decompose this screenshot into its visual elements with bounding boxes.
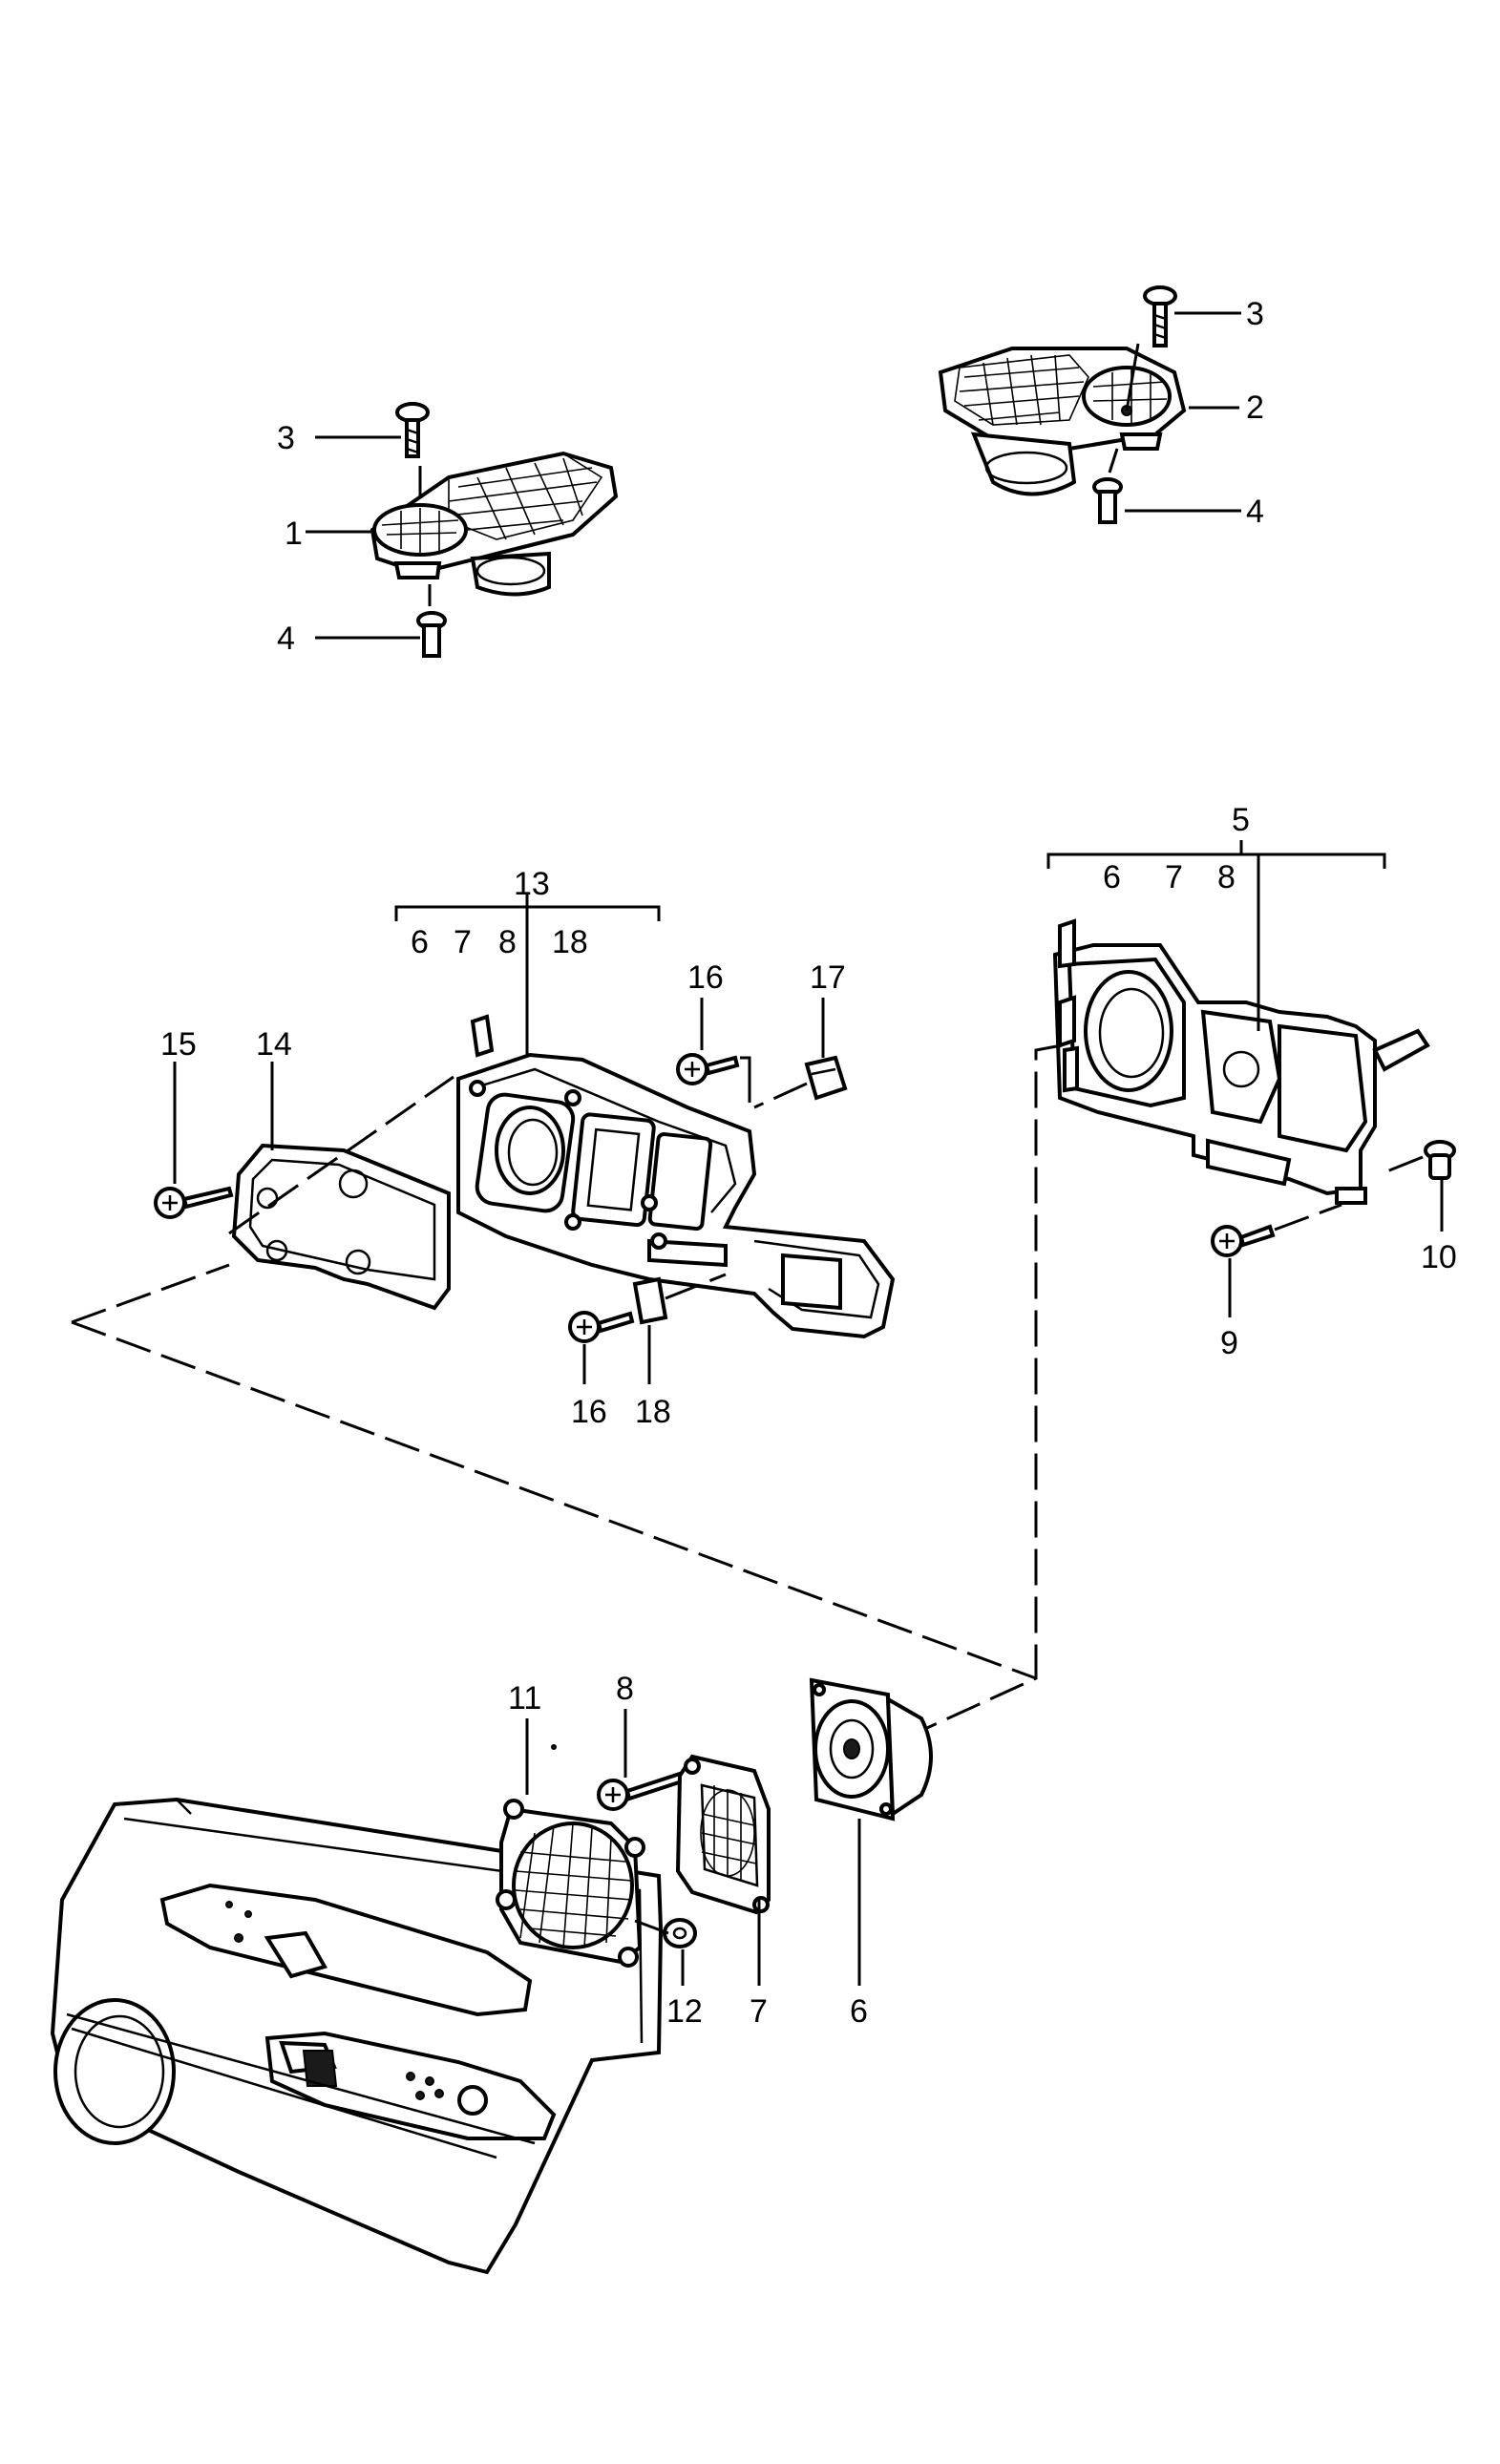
speaker-6 [809, 1677, 933, 1822]
tweeter-housing-right [938, 347, 1187, 496]
callout-12: 12 [666, 1993, 703, 2030]
bolt-10 [1424, 1140, 1456, 1180]
callout-3-left: 3 [277, 420, 295, 456]
screw-3-right [1143, 285, 1177, 347]
callout-13: 13 [514, 866, 550, 902]
callout-5: 5 [1232, 802, 1250, 838]
screw-16-top [676, 1053, 740, 1085]
callout-4-left: 4 [277, 621, 295, 657]
washer-12 [663, 1918, 697, 1948]
screw-4-right [1092, 477, 1123, 524]
callout-2: 2 [1246, 390, 1264, 426]
callout-16-bottom: 16 [571, 1394, 607, 1430]
callout-5-sub-6: 6 [1103, 859, 1121, 895]
callout-9: 9 [1220, 1325, 1238, 1361]
callout-14: 14 [256, 1026, 292, 1063]
screw-16-bottom [568, 1311, 635, 1343]
clip-17 [804, 1055, 848, 1101]
speaker-bracket-13 [456, 1014, 896, 1339]
gasket-14 [231, 1143, 451, 1311]
callout-4-right: 4 [1246, 494, 1264, 530]
callout-5-sub-7: 7 [1165, 859, 1183, 895]
screw-4-left [416, 611, 447, 658]
callout-15: 15 [160, 1026, 197, 1063]
screw-9 [1211, 1224, 1276, 1257]
clip-18 [632, 1276, 668, 1325]
callout-18: 18 [635, 1394, 671, 1430]
callout-7: 7 [750, 1993, 768, 2030]
callout-8: 8 [616, 1671, 634, 1707]
speaker-grille-11 [496, 1799, 645, 1968]
callout-10: 10 [1421, 1239, 1457, 1275]
callout-16-top: 16 [687, 959, 724, 996]
callout-1: 1 [285, 516, 303, 552]
screw-3-left [395, 402, 430, 458]
screw-8 [597, 1771, 685, 1811]
callout-13-sub-18: 18 [552, 924, 588, 960]
callout-17: 17 [810, 959, 846, 996]
callout-6: 6 [850, 1993, 868, 2030]
callout-13-sub-7: 7 [454, 924, 472, 960]
tweeter-housing-left [370, 451, 619, 597]
callout-13-sub-6: 6 [411, 924, 429, 960]
callout-13-sub-8: 8 [498, 924, 517, 960]
callout-3-right: 3 [1246, 296, 1264, 332]
screw-15 [154, 1186, 234, 1219]
speaker-bracket-5 [1052, 918, 1430, 1205]
callout-11: 11 [508, 1680, 541, 1716]
speaker-cover-7 [675, 1754, 771, 1915]
callout-5-sub-8: 8 [1217, 859, 1236, 895]
callout-labels: 1 3 4 3 2 4 5 6 7 8 13 6 7 8 18 15 14 16… [160, 296, 1457, 2030]
